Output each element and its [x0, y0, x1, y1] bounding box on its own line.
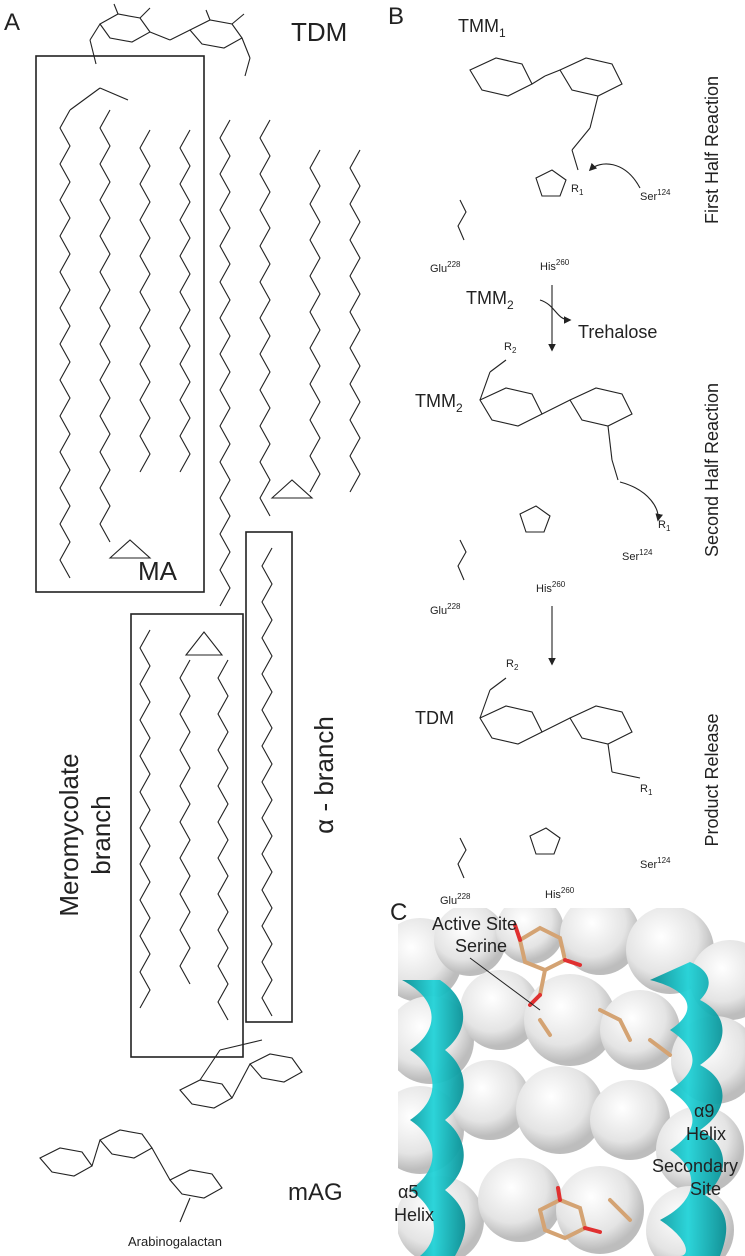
protein-surface: [398, 908, 745, 1256]
tdm-label: TDM: [291, 17, 347, 47]
his-first-ring: [535, 169, 567, 197]
product-release-label: Product Release: [702, 713, 722, 846]
alpha9-label-2: Helix: [686, 1124, 726, 1144]
active-site-label-2: Serine: [455, 936, 507, 956]
second-half-label: Second Half Reaction: [702, 383, 722, 557]
alpha5-label-2: Helix: [394, 1205, 434, 1225]
tmm2-top-label: TMM2: [466, 288, 514, 312]
alpha9-helix: [650, 962, 727, 1256]
his-second-ring: [519, 505, 551, 533]
alpha-branch-label: α - branch: [309, 716, 339, 834]
alpha-branch-box: [245, 531, 293, 1023]
active-site-label-1: Active Site: [432, 914, 517, 934]
meromycolate-box: [130, 613, 244, 1058]
mero-cyclopropane: [184, 631, 224, 656]
glu-second: [457, 539, 467, 581]
glu-third: [457, 837, 467, 879]
panel-b-letter: B: [388, 3, 404, 30]
r2-tdm: R2: [506, 658, 519, 672]
his-third-ring: [529, 827, 561, 855]
glu-first: [457, 199, 467, 241]
ma-cyclopropane: [108, 539, 152, 559]
tdm-chain-1: [219, 119, 231, 607]
first-half-label: First Half Reaction: [702, 76, 722, 224]
his-second-label: His260: [536, 580, 566, 595]
ma-chain-4: [179, 129, 191, 473]
panel-c-letter: C: [390, 899, 407, 926]
mag-sugars: [39, 1039, 303, 1223]
attack-arrow-2: [619, 481, 663, 522]
panel-a-letter: A: [4, 9, 20, 36]
meromycolate-label-line2: branch: [86, 795, 116, 875]
arabinogalactan-label: Arabinogalactan: [128, 1234, 222, 1249]
ma-label: MA: [138, 556, 178, 586]
secondary-site-label-2: Site: [690, 1179, 721, 1199]
mero-chain-2: [179, 659, 191, 985]
ma-chain-2: [99, 109, 111, 543]
ser-first: Ser124: [640, 188, 671, 203]
tdm-chain-3: [309, 149, 321, 493]
secondary-site-ligand: [538, 1186, 632, 1241]
alpha5-label-1: α5: [398, 1182, 418, 1202]
trehalose-release-arrow: [539, 299, 572, 324]
tdm-trehalose-head: [89, 3, 251, 77]
tmm2-structure: [479, 359, 633, 481]
r2-tmm2: R2: [504, 341, 517, 355]
tmm1-structure: [469, 57, 623, 171]
panel-c: C Active Site Serine α9 Helix Secondary …: [390, 899, 745, 1256]
tdm-chain-2: [259, 119, 271, 517]
glu-second-label: Glu228: [430, 602, 461, 617]
ser-third: Ser124: [640, 856, 671, 871]
ma-box: [35, 55, 205, 593]
trehalose-label: Trehalose: [578, 322, 657, 342]
mero-chain-1: [139, 629, 151, 1009]
alpha9-label-1: α9: [694, 1101, 714, 1121]
active-site-pointer: [469, 957, 541, 1011]
mag-label: mAG: [288, 1179, 343, 1206]
glu-third-label: Glu228: [440, 892, 471, 907]
tdm-product-label: TDM: [415, 708, 454, 728]
ser-second: Ser124: [622, 548, 653, 563]
alpha5-helix: [402, 980, 466, 1256]
meromycolate-label-line1: Meromycolate: [54, 753, 84, 916]
his-third-label: His260: [545, 886, 575, 901]
tdm-chain-4: [349, 149, 361, 493]
tmm1-label: TMM1: [458, 16, 506, 40]
active-site-ligand: [513, 923, 672, 1057]
mero-chain-3: [217, 659, 229, 1021]
r1-tdm: R1: [640, 783, 653, 797]
ma-chain-3: [139, 129, 151, 473]
r1-first: R1: [571, 183, 584, 197]
tdm-product-structure: [479, 677, 641, 779]
r1-second: R1: [658, 519, 671, 533]
secondary-site-label-1: Secondary: [652, 1156, 738, 1176]
panel-a: A TDM MA: [4, 3, 361, 1249]
tmm2-label: TMM2: [415, 391, 463, 415]
panel-b: B TMM1 R1 Ser124 Glu228 His260 First Hal…: [388, 3, 722, 907]
alpha-chain: [261, 547, 273, 1017]
his-first-label: His260: [540, 258, 570, 273]
attack-arrow-1: [588, 162, 641, 189]
glu-first-label: Glu228: [430, 260, 461, 275]
ma-chain-1: [59, 109, 71, 579]
tdm-cyclopropane: [270, 479, 314, 499]
